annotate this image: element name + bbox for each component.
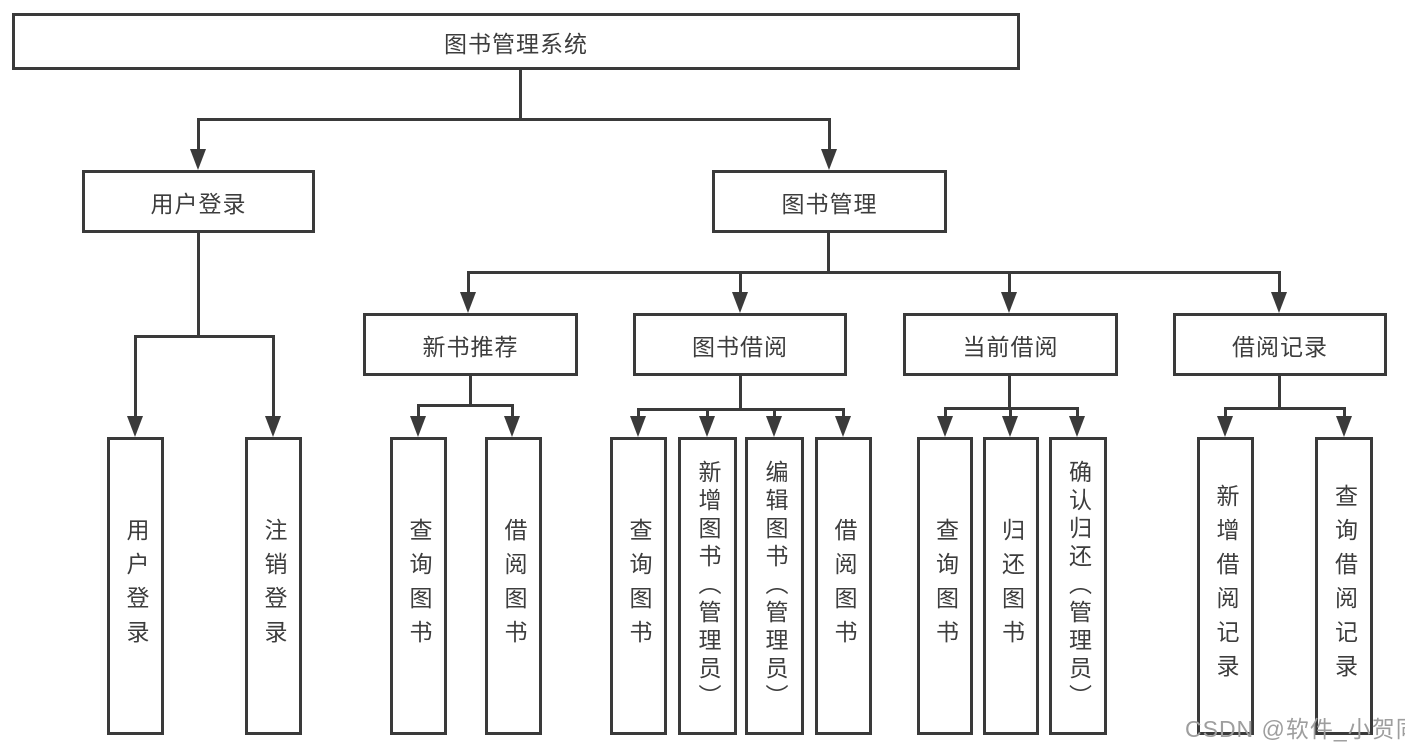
node-book-borrowing: 图书借阅 [633,313,847,376]
connector-line [773,408,776,418]
csdn-watermark: CSDN @软件_小贺同学 [1185,716,1405,742]
connector-line [827,233,830,271]
leaf-label: 新增借阅记录 [1213,484,1239,688]
leaf-query-borrow-record: 查询借阅记录 [1315,437,1373,735]
leaf-query-books-borrow: 查询图书 [610,437,667,735]
leaf-borrow-books-recommend: 借阅图书 [485,437,542,735]
connector-line [706,408,709,418]
node-label: 图书管理 [781,190,878,217]
leaf-borrow-books: 借阅图书 [815,437,872,735]
arrow-down-icon [504,416,520,437]
arrow-down-icon [1271,292,1287,313]
node-label: 新书推荐 [422,333,519,360]
node-label: 图书管理系统 [444,30,588,57]
leaf-logout: 注销登录 [245,437,302,735]
leaf-confirm-return-admin: 确认归还（管理员） [1049,437,1107,735]
connector-line [1076,407,1079,418]
connector-line [467,271,470,295]
node-label: 借阅记录 [1232,333,1328,360]
node-current-borrowing: 当前借阅 [903,313,1118,376]
connector-line [134,335,137,419]
connector-line [637,408,845,411]
connector-line [739,376,742,408]
node-label: 图书借阅 [692,333,788,360]
leaf-label: 借阅图书 [501,518,527,654]
arrow-down-icon [699,416,715,437]
node-label: 当前借阅 [962,333,1059,360]
arrow-down-icon [1217,416,1233,437]
arrow-down-icon [766,416,782,437]
leaf-label: 借阅图书 [831,518,857,654]
connector-line [1224,407,1227,418]
connector-line [469,376,472,404]
arrow-down-icon [1001,292,1017,313]
connector-line [944,407,947,418]
connector-line [134,335,275,338]
leaf-label: 查询图书 [406,518,432,654]
connector-line [197,233,200,335]
leaf-label: 编辑图书（管理员） [762,460,788,712]
arrow-down-icon [190,149,206,170]
arrow-down-icon [410,416,426,437]
connector-line [637,408,640,418]
connector-line [1278,271,1281,295]
node-borrowing-records: 借阅记录 [1173,313,1387,376]
arrow-down-icon [732,292,748,313]
leaf-user-login: 用户登录 [107,437,164,735]
arrow-down-icon [1002,416,1018,437]
connector-line [828,118,831,152]
leaf-label: 查询图书 [932,518,959,654]
leaf-edit-book-admin: 编辑图书（管理员） [745,437,804,735]
leaf-label: 归还图书 [998,518,1025,654]
leaf-add-book-admin: 新增图书（管理员） [678,437,737,735]
connector-line [272,335,275,419]
leaf-label: 查询图书 [626,518,652,654]
connector-line [197,118,831,121]
leaf-label: 用户登录 [123,518,149,654]
leaf-return-book: 归还图书 [983,437,1039,735]
connector-line [1009,407,1012,418]
arrow-down-icon [1069,416,1085,437]
arrow-down-icon [937,416,953,437]
arrow-down-icon [630,416,646,437]
connector-line [417,404,514,407]
connector-line [842,408,845,418]
connector-line [1008,376,1011,407]
connector-line [1278,376,1281,407]
arrow-down-icon [821,149,837,170]
connector-line [1224,407,1345,410]
node-label: 用户登录 [150,190,247,217]
node-user-login: 用户登录 [82,170,315,233]
node-book-management: 图书管理 [712,170,947,233]
node-new-book-recommend: 新书推荐 [363,313,578,376]
leaf-label: 注销登录 [261,518,287,654]
connector-line [511,404,514,418]
connector-line [739,271,742,295]
leaf-label: 确认归还（管理员） [1065,460,1092,712]
leaf-add-borrow-record: 新增借阅记录 [1197,437,1254,735]
leaf-query-books-current: 查询图书 [917,437,973,735]
arrow-down-icon [1336,416,1352,437]
arrow-down-icon [265,416,281,437]
leaf-label: 新增图书（管理员） [695,460,721,712]
node-library-management-system: 图书管理系统 [12,13,1020,70]
arrow-down-icon [835,416,851,437]
leaf-label: 查询借阅记录 [1331,484,1358,688]
connector-line [1343,407,1346,418]
arrow-down-icon [460,292,476,313]
connector-line [417,404,420,418]
connector-line [1008,271,1011,295]
connector-line [519,70,522,118]
connector-line [197,118,200,152]
arrow-down-icon [127,416,143,437]
connector-line [467,271,1281,274]
leaf-query-books-recommend: 查询图书 [390,437,447,735]
